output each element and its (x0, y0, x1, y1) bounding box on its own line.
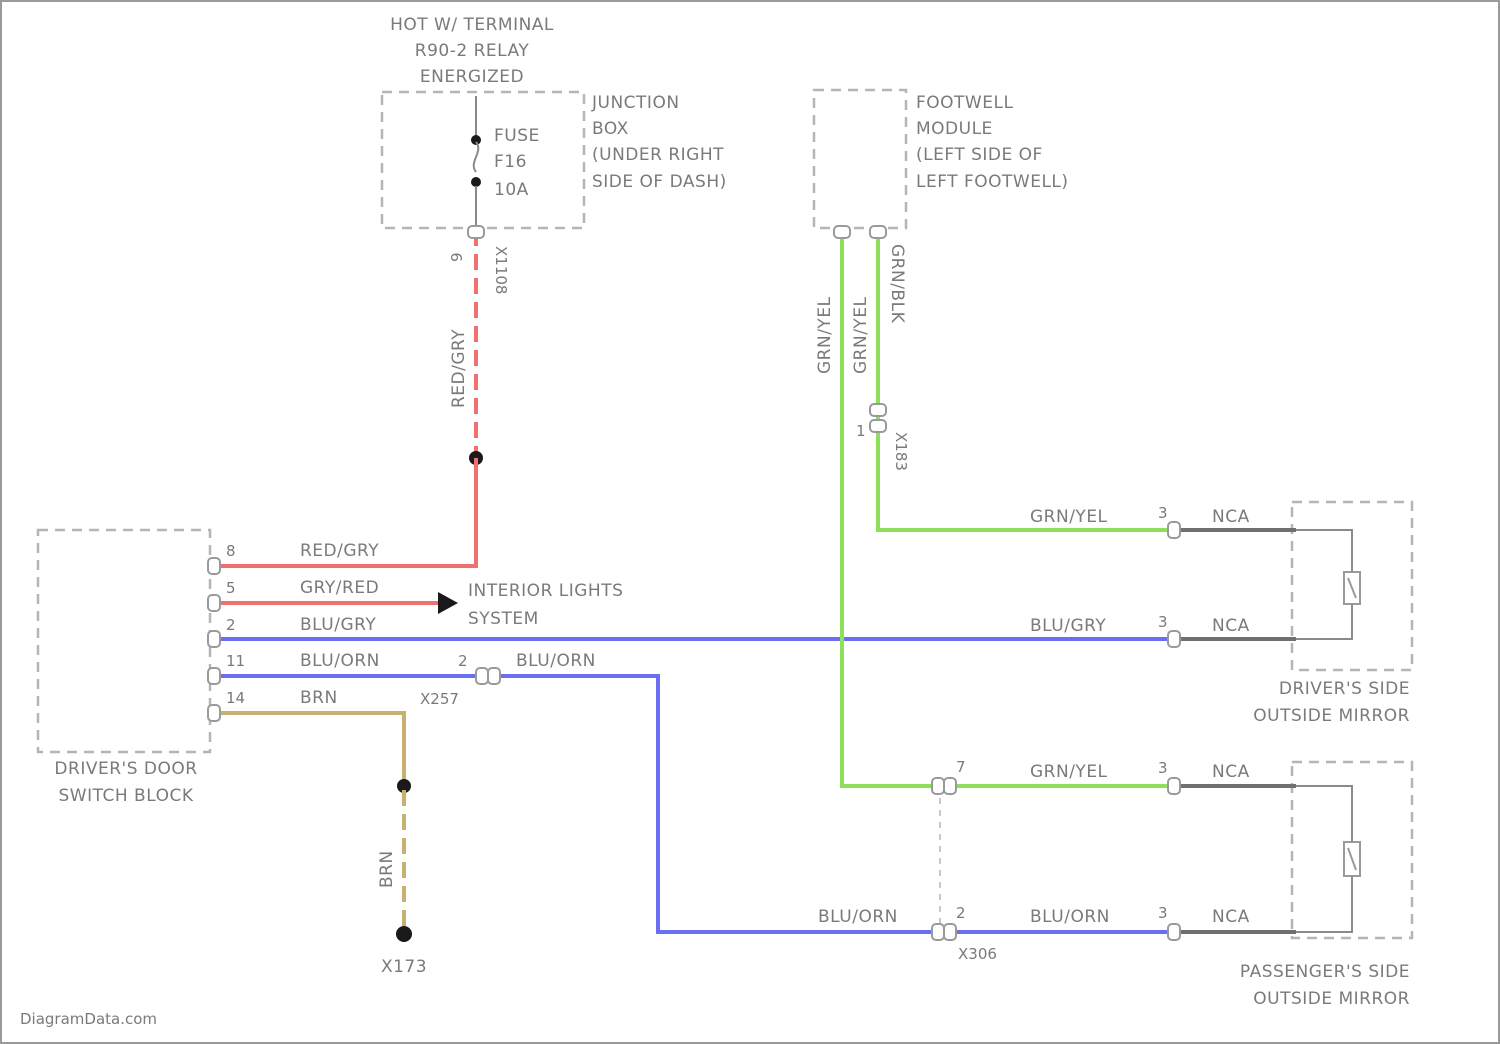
drivers-mirror-title-2: OUTSIDE MIRROR (1253, 706, 1410, 726)
pin-8: 8 (226, 542, 236, 560)
footwell-title-3: (LEFT SIDE OF (916, 145, 1043, 165)
wire-label-brn-vert: BRN (377, 850, 397, 888)
switch-block-box (38, 530, 210, 752)
drivers-mirror-motor-icon (1344, 572, 1360, 604)
wire-green-driver (878, 234, 1172, 530)
fuse-label-3: 10A (494, 180, 529, 200)
pin-2c: 2 (956, 904, 966, 922)
wire-label-pass-bot-right: BLU/ORN (1030, 907, 1110, 927)
pin-5: 5 (226, 579, 236, 597)
pin-7: 7 (956, 758, 966, 776)
pin-2b: 2 (458, 652, 468, 670)
arrow-interior-lights (438, 592, 458, 614)
nca-label-2: NCA (1212, 616, 1250, 636)
wire-label-red-vert: RED/GRY (449, 329, 469, 408)
hot-source-line1: HOT W/ TERMINAL (390, 15, 554, 35)
watermark: DiagramData.com (20, 1010, 157, 1028)
junction-box-title-1: JUNCTION (591, 93, 680, 113)
fuse-symbol (471, 96, 481, 228)
hot-source-line2: R90-2 RELAY (415, 41, 530, 61)
pin-3b: 3 (1158, 613, 1168, 631)
pin-1: 1 (856, 422, 866, 440)
connector-x257: X257 (420, 690, 459, 708)
wire-label-pin8: RED/GRY (300, 541, 379, 561)
footwell-title-4: LEFT FOOTWELL) (916, 172, 1069, 192)
pin-14: 14 (226, 689, 245, 707)
wire-label-pin5: GRY/RED (300, 578, 379, 598)
junction-box-title-2: BOX (592, 119, 629, 139)
wire-label-pin11-after: BLU/ORN (516, 651, 596, 671)
passengers-mirror-title-1: PASSENGER'S SIDE (1240, 962, 1410, 982)
wire-label-pass-top: GRN/YEL (1030, 762, 1108, 782)
switch-block-title-1: DRIVER'S DOOR (54, 759, 197, 779)
fuse-label-2: F16 (494, 152, 527, 172)
interior-lights-label-2: SYSTEM (468, 609, 539, 629)
wire-label-pin14: BRN (300, 688, 338, 708)
wire-label-fw-left: GRN/YEL (815, 296, 835, 374)
passengers-mirror-title-2: OUTSIDE MIRROR (1253, 989, 1410, 1009)
pin-11: 11 (226, 652, 245, 670)
switch-block-title-2: SWITCH BLOCK (59, 786, 194, 806)
junction-box-title-3: (UNDER RIGHT (592, 145, 724, 165)
wire-label-drv-bot: BLU/GRY (1030, 616, 1106, 636)
junction-box-title-4: SIDE OF DASH) (592, 172, 727, 192)
interior-lights-label-1: INTERIOR LIGHTS (468, 581, 623, 601)
connector-x306: X306 (958, 945, 997, 963)
pin-3d: 3 (1158, 904, 1168, 922)
pin-2: 2 (226, 616, 236, 634)
passengers-mirror-motor-icon (1344, 842, 1360, 876)
connector-x1108: X1108 (492, 246, 510, 294)
ground-dot (396, 926, 412, 942)
nca-label-3: NCA (1212, 762, 1250, 782)
wire-label-drv-top: GRN/YEL (1030, 507, 1108, 527)
pin-9: 9 (448, 252, 466, 262)
nca-label-1: NCA (1212, 507, 1250, 527)
hot-source-line3: ENERGIZED (420, 67, 524, 87)
wire-label-pass-bot-left: BLU/ORN (818, 907, 898, 927)
wire-label-fw-right: GRN/BLK (887, 244, 907, 324)
wire-label-pin2: BLU/GRY (300, 615, 376, 635)
wire-pin14 (214, 713, 404, 786)
ground-label: X173 (381, 957, 427, 977)
junction-box (382, 92, 584, 228)
footwell-title-1: FOOTWELL (916, 93, 1013, 113)
connector-x183: X183 (892, 432, 910, 471)
footwell-title-2: MODULE (916, 119, 993, 139)
wire-label-fw-mid: GRN/YEL (851, 296, 871, 374)
footwell-module-box (814, 90, 906, 228)
drivers-mirror-title-1: DRIVER'S SIDE (1279, 679, 1410, 699)
wire-label-pin11: BLU/ORN (300, 651, 380, 671)
nca-label-4: NCA (1212, 907, 1250, 927)
fuse-label-1: FUSE (494, 126, 540, 146)
pin-3a: 3 (1158, 504, 1168, 522)
pin-3c: 3 (1158, 759, 1168, 777)
